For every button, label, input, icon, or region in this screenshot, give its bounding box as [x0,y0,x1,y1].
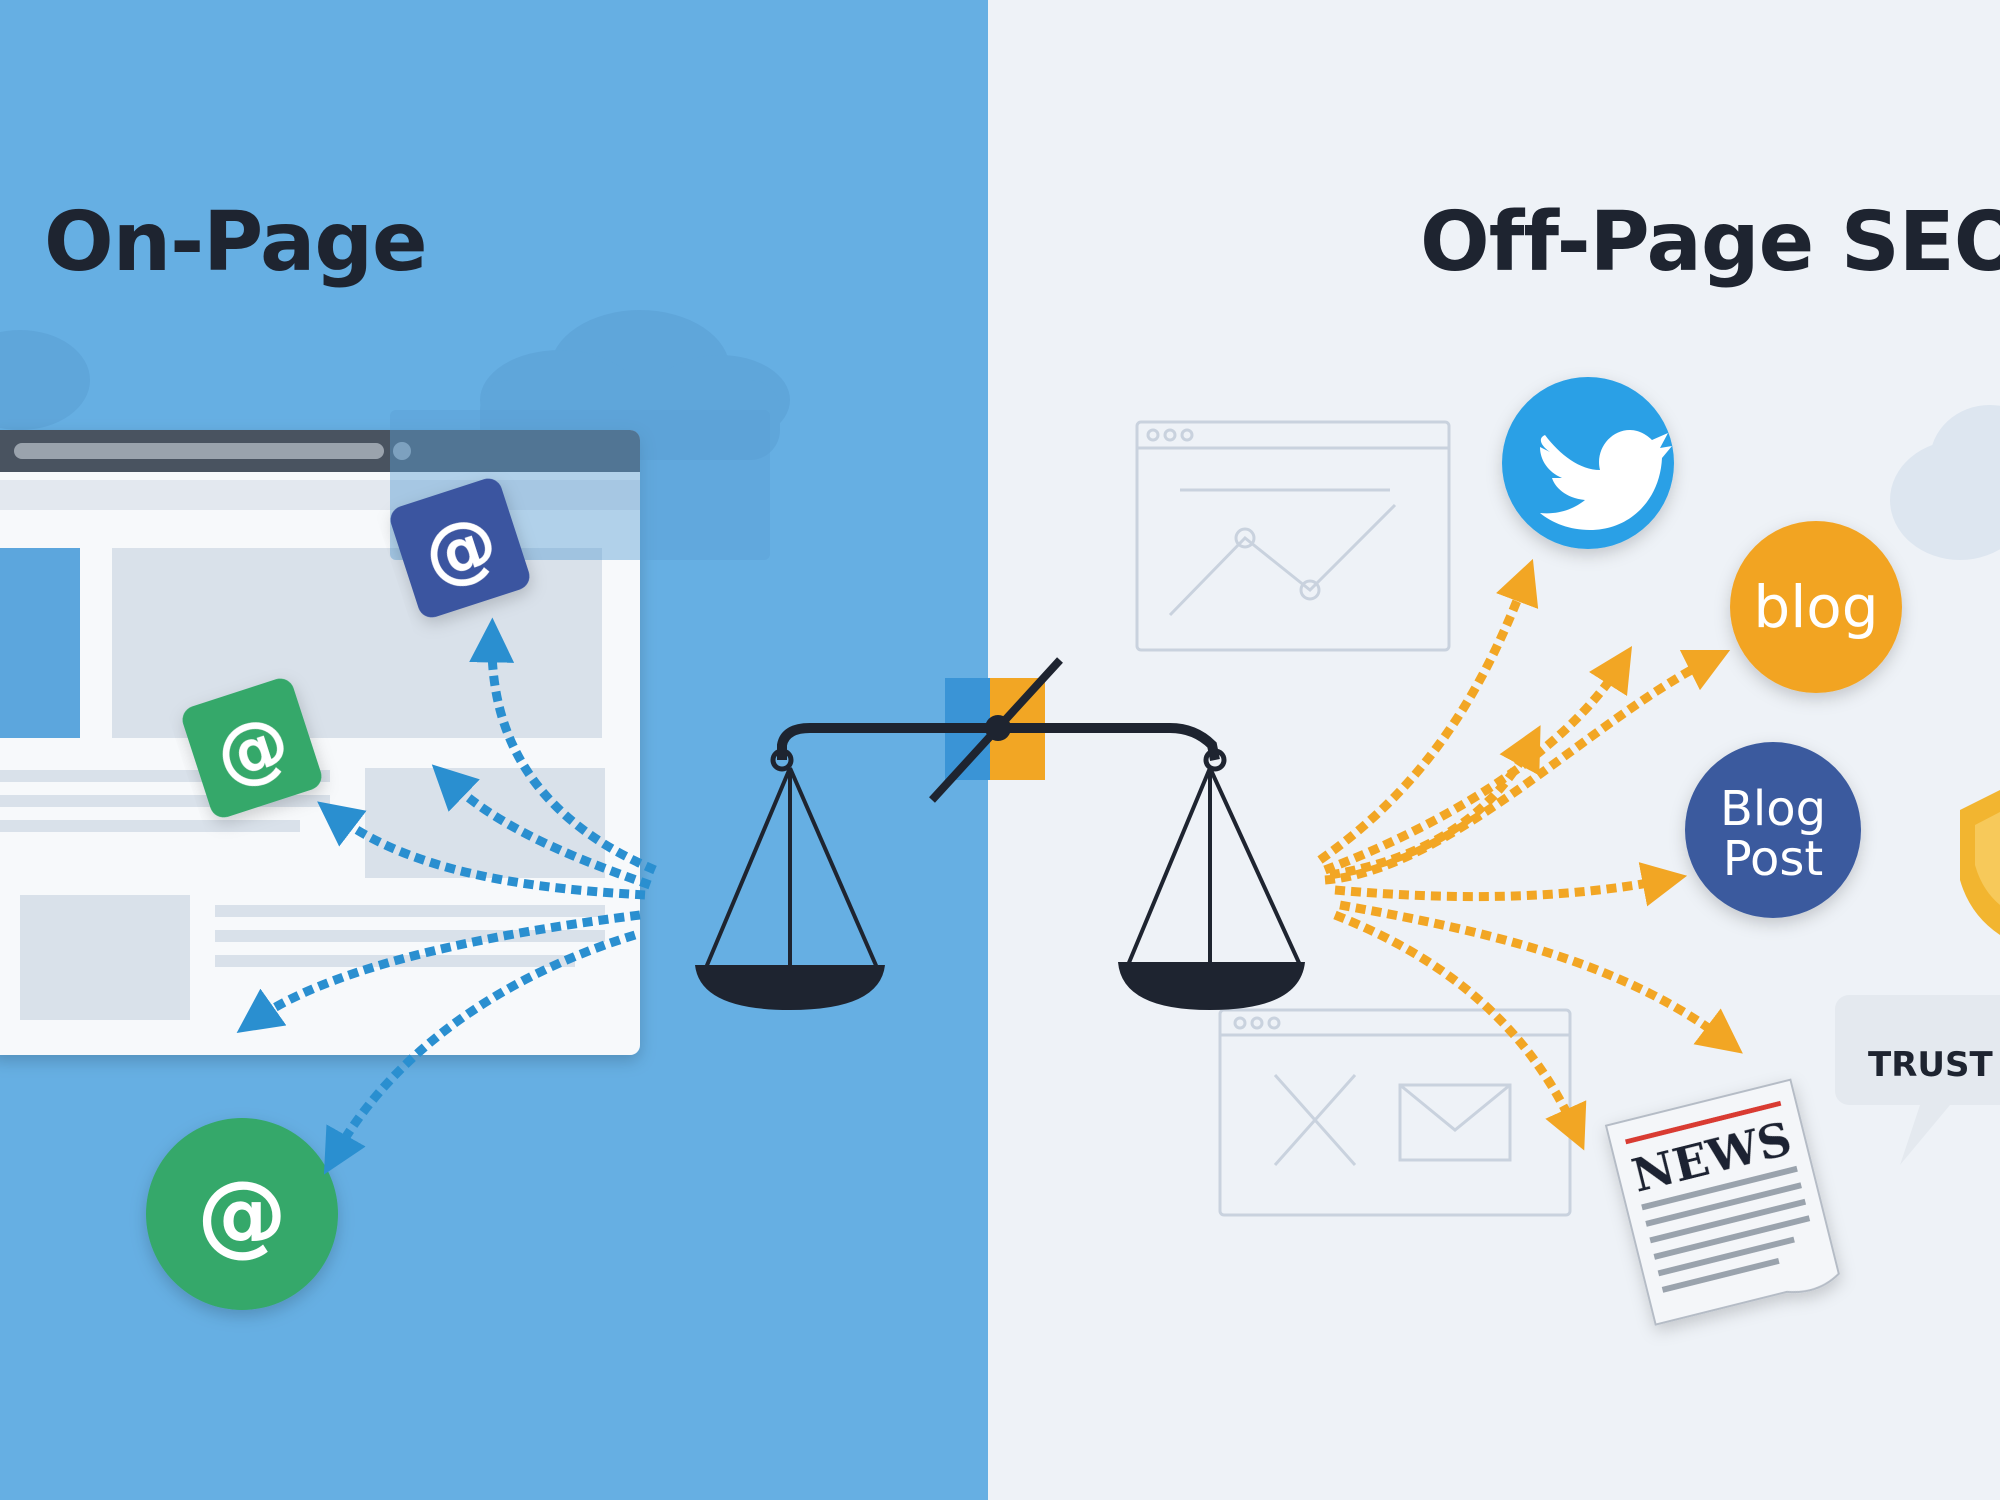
at-sign-icon: @ [390,478,530,618]
at-sign-label: @ [197,1162,287,1267]
inbound-link-arrows [236,617,657,1175]
blog-label: blog [1753,573,1878,641]
trust-bubble-icon: TRUST [1835,995,2000,1165]
at-sign-icon: @ [182,678,322,818]
at-sign-icon: @ [146,1118,338,1310]
cloud-icon [0,310,790,460]
shield-icon [1960,790,2000,935]
newspaper-icon: NEWS [1604,1078,1840,1326]
off-page-seo-title: Off-Page SEO [1420,195,2000,290]
blog-icon[interactable]: blog [1730,521,1902,693]
blog-post-icon[interactable]: Blog Post [1685,742,1861,918]
balance-scale-icon [695,657,1305,1010]
cloud-icon [1890,405,2000,560]
blog-post-label-line2: Post [1723,831,1823,887]
on-page-title: On-Page [44,195,428,290]
trust-label: TRUST [1868,1045,1993,1085]
line-chart-icon [1135,420,1451,652]
blog-post-label-line1: Blog [1720,781,1826,837]
outbound-link-arrows [1317,558,1743,1151]
twitter-bird-icon[interactable] [1502,377,1674,549]
